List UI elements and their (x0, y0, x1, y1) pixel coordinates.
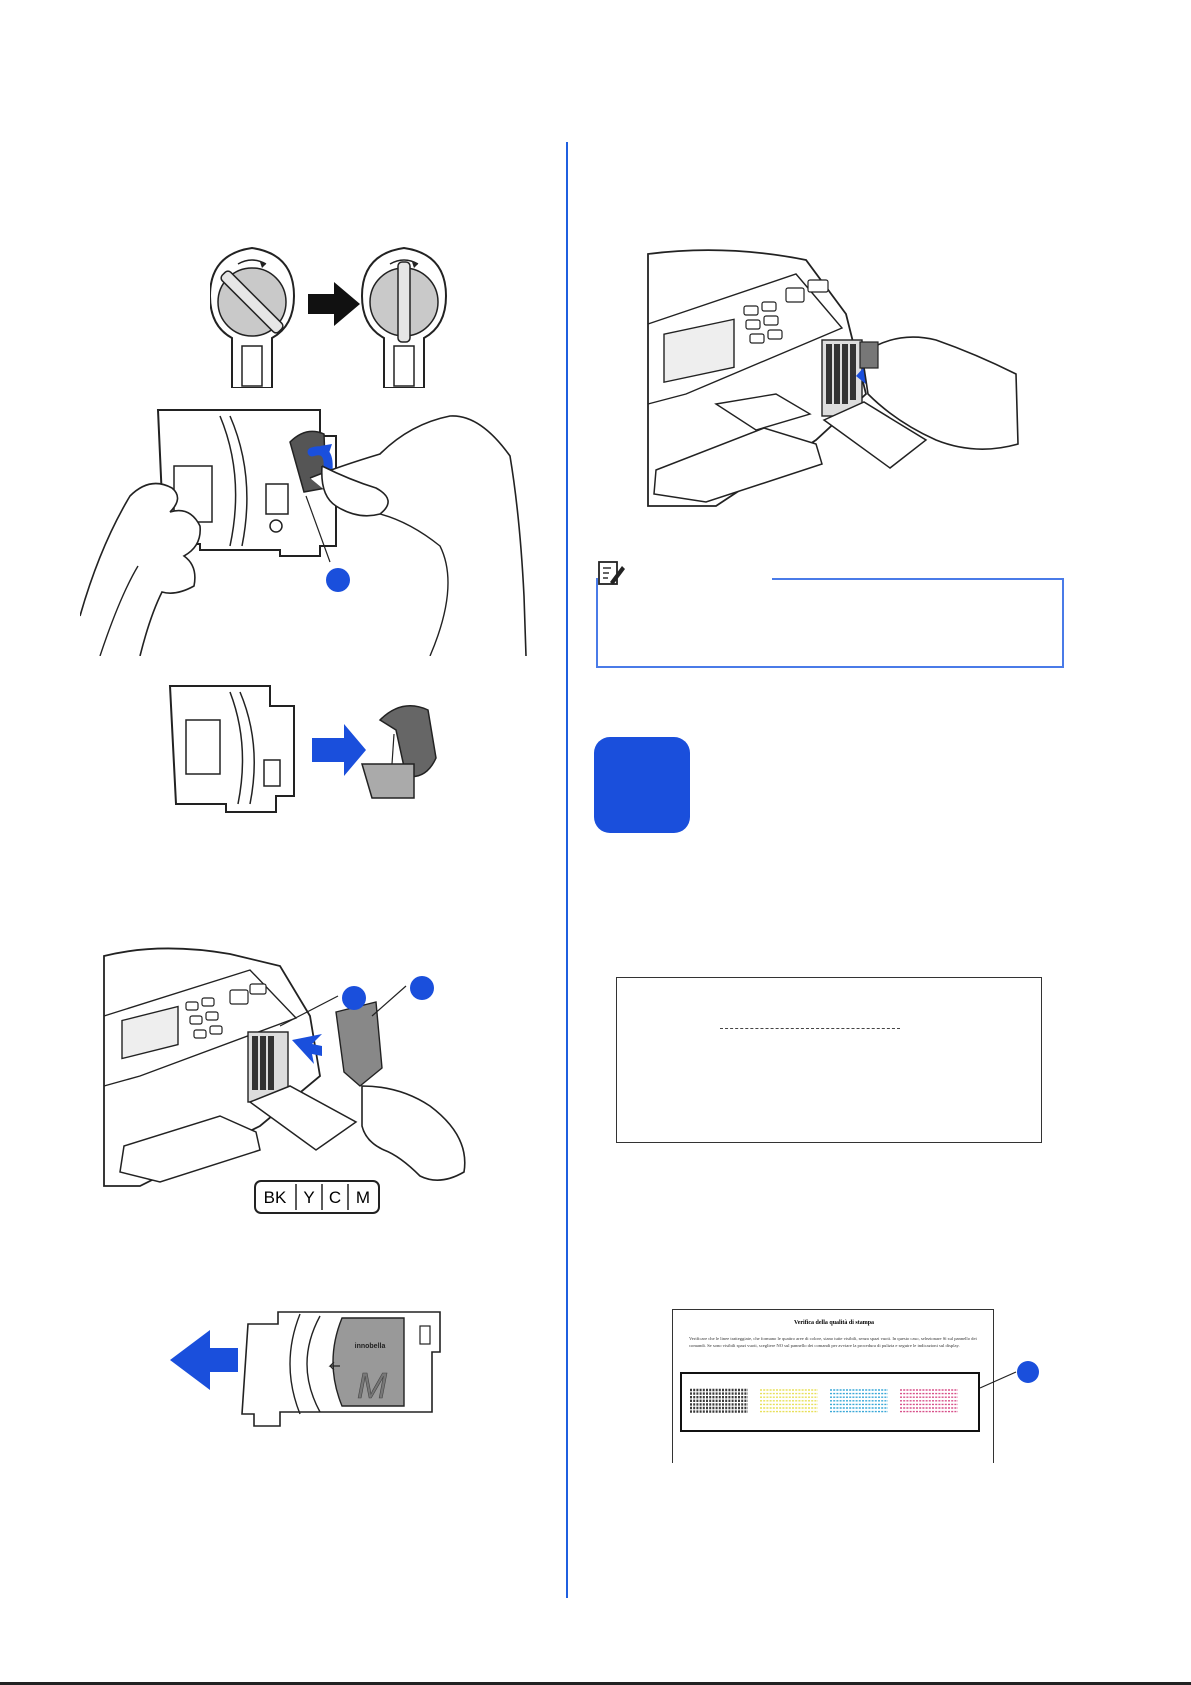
slot-label-c: C (329, 1188, 341, 1207)
lcd-dashed-line (720, 1028, 900, 1029)
remove-cap-hands-figure (80, 396, 530, 656)
column-divider (566, 142, 568, 1598)
callout-marker-icon (342, 986, 366, 1010)
callout-marker-icon (410, 976, 434, 1000)
arrow-right-icon (312, 724, 366, 776)
note-header-rule (772, 578, 1064, 580)
insert-cartridge-figure (100, 936, 520, 1216)
sheet-title: Verifica della qualità di stampa (793, 1320, 875, 1326)
cap-removed-figure (166, 680, 466, 820)
color-swatches (690, 1388, 958, 1413)
arrow-left-icon (170, 1330, 238, 1390)
magenta-cartridge-figure: innobella M (170, 1304, 460, 1444)
color-blocks-frame (680, 1372, 980, 1432)
arrow-left-icon (292, 1034, 322, 1064)
slot-label-y: Y (303, 1188, 314, 1207)
cartridge-brand-label: innobella (355, 1343, 386, 1350)
step-number-badge (594, 737, 690, 833)
callout-marker-icon (1017, 1361, 1039, 1383)
slot-label-m: M (356, 1188, 370, 1207)
lcd-message-box (616, 977, 1042, 1143)
sheet-instructions: Verificare che le linee tratteggiate, ch… (689, 1336, 977, 1348)
arrow-right-icon (308, 282, 360, 326)
note-box (596, 578, 1064, 668)
cap-rotation-figure (210, 238, 480, 388)
push-cartridge-figure (646, 244, 1026, 526)
cartridge-slot-labels: BK Y C M (254, 1180, 380, 1219)
note-icon (596, 558, 626, 593)
slot-label-bk: BK (264, 1188, 287, 1207)
print-quality-check-sheet: Verifica della qualità di stampa Verific… (672, 1309, 994, 1463)
callout-marker-icon (326, 568, 350, 592)
arrow-left-icon (328, 1361, 340, 1371)
page-bottom-rule (0, 1682, 1191, 1685)
sheet-callout (976, 1360, 1046, 1390)
cartridge-color-letter: M (357, 1365, 387, 1406)
